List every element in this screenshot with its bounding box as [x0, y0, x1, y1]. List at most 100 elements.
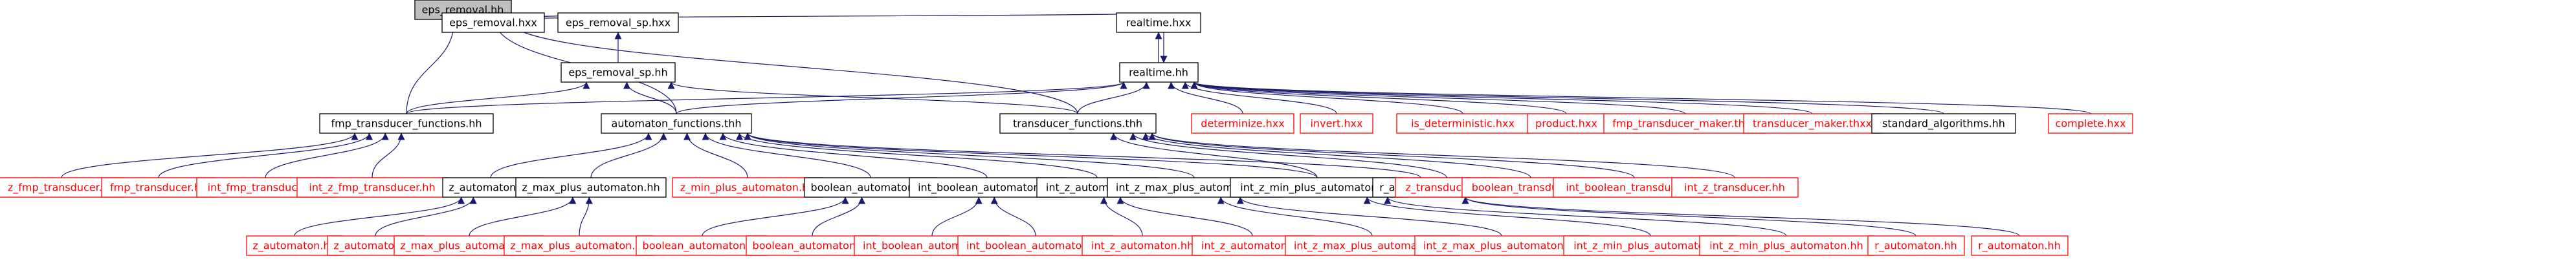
dependency-edge: [702, 133, 871, 178]
graph-node[interactable]: z_min_plus_automaton.hh: [672, 177, 823, 198]
node-box: [1867, 235, 1965, 256]
dependency-edge: [1148, 133, 1735, 178]
dependency-edge: [744, 133, 1421, 178]
dependency-edge: [744, 133, 1195, 178]
graph-node[interactable]: z_max_plus_automaton.hh: [515, 177, 667, 198]
dependency-edge: [736, 133, 1098, 178]
dependency-edge: [61, 133, 359, 178]
dependency-edge: [744, 133, 1318, 178]
node-label: int_z_automaton.hh: [1091, 240, 1194, 253]
dependency-edge: [1100, 196, 1143, 237]
dependency-edge: [1236, 196, 1502, 237]
graph-node[interactable]: fmp_transducer_functions.hh: [319, 113, 494, 134]
node-box: [1971, 235, 2069, 256]
node-label: int_boolean_automaton.hh: [918, 182, 1056, 195]
node-box: [1699, 235, 1874, 256]
node-label: eps_removal_sp.hh: [568, 67, 667, 80]
graph-node[interactable]: is_deterministic.hxx: [1396, 113, 1529, 134]
graph-node[interactable]: eps_removal_sp.hh: [561, 62, 676, 83]
node-box: [999, 113, 1157, 134]
node-label: product.hxx: [1535, 118, 1597, 130]
node-box: [672, 177, 823, 198]
graph-node[interactable]: realtime.hxx: [1116, 12, 1201, 33]
node-label: fmp_transducer.hh: [110, 182, 207, 195]
dependency-edge: [1190, 81, 1463, 114]
node-box: [1671, 177, 1799, 198]
graph-node[interactable]: transducer_maker.thxx: [1743, 113, 1882, 134]
dependency-edge: [1142, 133, 1531, 178]
graph-node[interactable]: int_z_automaton.hh: [1082, 235, 1203, 256]
node-box: [1414, 235, 1589, 256]
dependency-edge: [469, 196, 577, 237]
graph-node[interactable]: int_z_fmp_transducer.hh: [296, 177, 448, 198]
node-label: r_automaton.hh: [1874, 240, 1957, 253]
graph-node[interactable]: z_max_plus_automaton.hh: [504, 235, 655, 256]
dependency-edge: [1110, 133, 1318, 178]
node-box: [1116, 12, 1201, 33]
node-label: automaton_functions.thh: [612, 118, 742, 131]
node-box: [561, 62, 676, 83]
dependency-edge: [1384, 196, 1787, 237]
node-label: eps_removal_sp.hxx: [566, 17, 671, 30]
graph-node[interactable]: int_z_max_plus_automaton.hh: [1414, 235, 1589, 256]
graph-node[interactable]: standard_algorithms.hh: [1871, 113, 2016, 134]
graph-node[interactable]: determinize.hxx: [1191, 113, 1294, 134]
dependency-edge: [406, 81, 590, 114]
node-label: boolean_automaton.hh: [643, 240, 762, 253]
graph-node[interactable]: fmp_transducer_maker.thxx: [1603, 113, 1766, 134]
dependency-edge: [504, 19, 1078, 114]
node-label: z_fmp_transducer.hh: [8, 182, 115, 195]
node-label: invert.hxx: [1311, 118, 1363, 130]
dependency-edge: [1129, 133, 1447, 178]
node-label: standard_algorithms.hh: [1882, 118, 2005, 131]
node-label: z_automaton.hh: [449, 182, 532, 195]
node-label: is_deterministic.hxx: [1411, 118, 1515, 131]
dependency-edge: [1168, 81, 1243, 114]
dependency-edge: [265, 133, 389, 178]
dependency-edge: [1217, 196, 1373, 237]
dependency-edge: [931, 196, 983, 237]
dependency-edge: [719, 133, 988, 178]
node-label: fmp_transducer_maker.thxx: [1612, 118, 1757, 131]
node-label: int_z_transducer.hh: [1684, 182, 1785, 195]
graph-node[interactable]: int_z_transducer.hh: [1671, 177, 1799, 198]
dependency-edge: [1363, 196, 1651, 237]
node-box: [1871, 113, 2016, 134]
dependency-edge: [676, 81, 1127, 114]
dependency-edge: [406, 19, 458, 114]
dependency-edge: [294, 196, 465, 237]
node-label: complete.hxx: [2056, 118, 2126, 130]
node-label: determinize.hxx: [1201, 118, 1284, 130]
graph-node[interactable]: eps_removal.hxx: [441, 12, 545, 33]
dependency-edge: [683, 133, 748, 178]
node-box: [319, 113, 494, 134]
graph-node[interactable]: r_automaton.hh: [1867, 235, 1965, 256]
graph-node[interactable]: product.hxx: [1527, 113, 1606, 134]
dependency-edge: [1116, 196, 1253, 237]
node-label: int_z_max_plus_automaton.hh: [1294, 240, 1450, 253]
node-box: [1119, 62, 1199, 83]
graph-node[interactable]: r_automaton.hh: [1971, 235, 2069, 256]
graph-node[interactable]: transducer_functions.thh: [999, 113, 1157, 134]
graph-node[interactable]: invert.hxx: [1300, 113, 1373, 134]
node-label: z_max_plus_automaton.hh: [510, 240, 648, 253]
dependency-edge: [812, 196, 865, 237]
graph-node[interactable]: eps_removal_sp.hxx: [557, 12, 679, 33]
node-box: [515, 177, 667, 198]
node-box: [1191, 113, 1294, 134]
node-box: [1603, 113, 1766, 134]
dependency-edge: [1148, 133, 1635, 178]
dependency-edge: [1461, 196, 2020, 237]
graph-node[interactable]: complete.hxx: [2048, 113, 2133, 134]
dependency-edge: [372, 133, 405, 178]
graph-node[interactable]: z_automaton.hh: [246, 235, 344, 256]
node-box: [441, 12, 545, 33]
dependency-edge: [1461, 196, 1916, 237]
graph-node[interactable]: automaton_functions.thh: [601, 113, 752, 134]
dependency-edge: [406, 81, 1127, 114]
node-label: int_z_min_plus_automaton.hh: [1573, 240, 1727, 253]
dependency-edge: [667, 81, 1078, 114]
graph-node[interactable]: realtime.hh: [1119, 62, 1199, 83]
graph-node[interactable]: int_z_min_plus_automaton.hh: [1699, 235, 1874, 256]
